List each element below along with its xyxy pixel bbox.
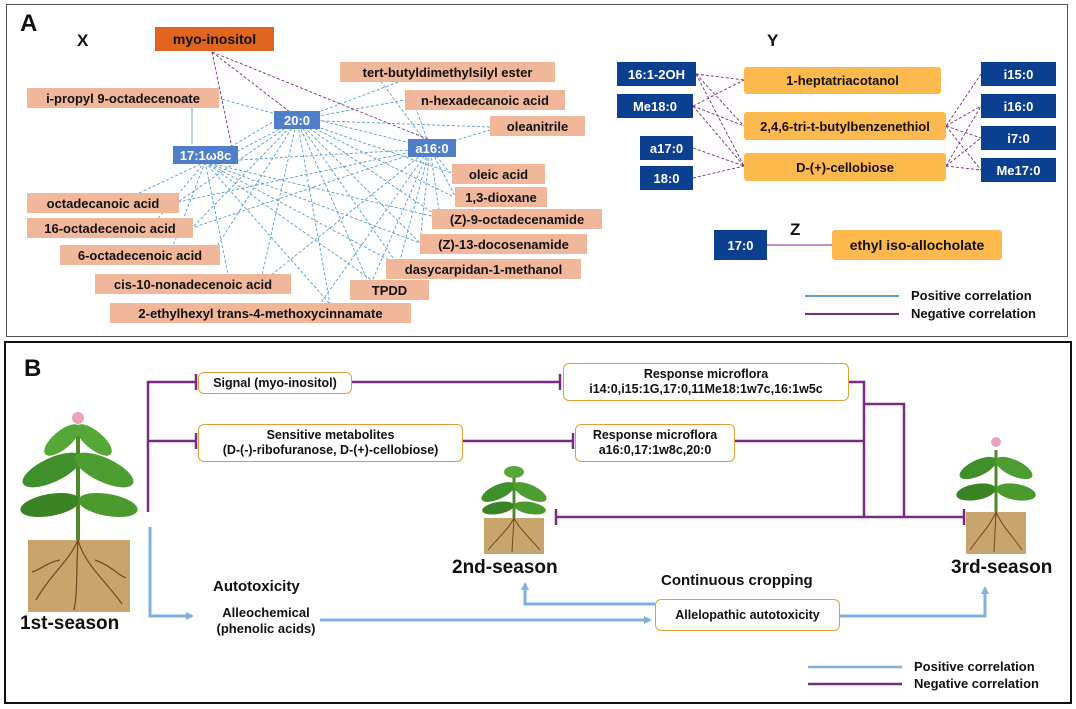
node-6-octadecenoic-acid: 6-octadecenoic acid: [60, 245, 220, 265]
sensitive-metabolites-list: (D-(-)-ribofuranose, D-(+)-cellobiose): [222, 443, 439, 457]
positive-flow-lines: [148, 527, 989, 624]
node-17-1w8c: 17:1ω8c: [173, 146, 238, 164]
negative-edges-y: [692, 73, 982, 179]
response-microflora-1-title: Response microflora: [643, 367, 769, 381]
sensitive-metabolites-title: Sensitive metabolites: [266, 428, 395, 442]
negative-flow-lines: [146, 374, 966, 525]
node-1-heptatriacotanol: 1-heptatriacotanol: [744, 67, 941, 94]
node-a17-0: a17:0: [640, 136, 693, 160]
allelochemical-sub: (phenolic acids): [216, 621, 316, 636]
legend-a-negative-label: Negative correlation: [911, 306, 1036, 321]
legend-a-positive-label: Positive correlation: [911, 288, 1032, 303]
signal-box: Signal (myo-inositol): [198, 372, 352, 394]
panel-a: [6, 4, 1068, 337]
sensitive-metabolites-box: Sensitive metabolites (D-(-)-ribofuranos…: [198, 424, 463, 462]
node-2-ethylhexyl-trans-4-methoxycinnamate: 2-ethylhexyl trans-4-methoxycinnamate: [110, 303, 411, 323]
group-y-label: Y: [767, 31, 779, 50]
response-microflora-1-box: Response microflora i14:0,i15:1G,17:0,11…: [563, 363, 849, 401]
node-z-9-octadecenamide: (Z)-9-octadecenamide: [432, 209, 602, 229]
node-cis-10-nonadecenoic-acid: cis-10-nonadecenoic acid: [95, 274, 291, 294]
node-2-4-6-tri-t-butylbenzenethiol: 2,4,6-tri-t-butylbenzenethiol: [744, 112, 946, 140]
node-oleanitrile: oleanitrile: [490, 116, 585, 136]
continuous-cropping-label: Continuous cropping: [661, 572, 813, 589]
panel-b: [4, 341, 1072, 704]
allelochemical-label: Alleochemical (phenolic acids): [212, 605, 320, 637]
allelopathic-autotoxicity-box: Allelopathic autotoxicity: [655, 599, 840, 631]
node-i-propyl-9-octadecenoate: i-propyl 9-octadecenoate: [27, 88, 219, 108]
season-1-label: 1st-season: [20, 613, 120, 634]
negative-edges-x: [211, 51, 431, 149]
node-i7-0: i7:0: [981, 126, 1056, 150]
node-me18-0: Me18:0: [617, 94, 693, 118]
plant-2nd-season-icon: [481, 466, 547, 554]
node-a16-0: a16:0: [408, 139, 456, 157]
node-ethyl-iso-allocholate: ethyl iso-allocholate: [832, 230, 1002, 260]
node-oleic-acid: oleic acid: [452, 164, 545, 184]
node-18-0: 18:0: [640, 166, 693, 190]
legend-b-positive-label: Positive correlation: [914, 659, 1035, 674]
node-myo-inositol: myo-inositol: [155, 27, 274, 51]
node-me17-0: Me17:0: [981, 158, 1056, 182]
node-dasycarpidan-1-methanol: dasycarpidan-1-methanol: [386, 259, 581, 279]
node-z-13-docosenamide: (Z)-13-docosenamide: [420, 234, 587, 254]
plant-3rd-season-icon: [956, 437, 1036, 554]
panel-b-label: B: [24, 355, 42, 382]
plant-1st-season-icon: [20, 412, 138, 612]
node-n-hexadecanoic-acid: n-hexadecanoic acid: [405, 90, 565, 110]
node-i16-0: i16:0: [981, 94, 1056, 118]
allelochemical-title: Alleochemical: [222, 605, 310, 620]
node-16-octadecenoic-acid: 16-octadecenoic acid: [27, 218, 193, 238]
node-17-0: 17:0: [714, 230, 767, 260]
node-tpdd: TPDD: [350, 280, 429, 300]
signal-text: Signal (myo-inositol): [213, 375, 337, 390]
response-microflora-2-box: Response microflora a16:0,17:1w8c,20:0: [575, 424, 735, 462]
allelopathic-autotoxicity-text: Allelopathic autotoxicity: [675, 607, 820, 622]
node-tert-butyldimethylsilyl-ester: tert-butyldimethylsilyl ester: [340, 62, 555, 82]
node-octadecanoic-acid: octadecanoic acid: [27, 193, 179, 213]
season-2-label: 2nd-season: [452, 557, 558, 578]
autotoxicity-label: Autotoxicity: [213, 578, 300, 595]
node-16-1-2oh: 16:1-2OH: [617, 62, 696, 86]
group-z-label: Z: [790, 220, 801, 239]
node-20-0: 20:0: [274, 111, 320, 129]
response-microflora-2-title: Response microflora: [592, 428, 718, 442]
group-x-label: X: [77, 31, 89, 50]
response-microflora-2-list: a16:0,17:1w8c,20:0: [598, 443, 712, 457]
response-microflora-1-list: i14:0,i15:1G,17:0,11Me18:1w7c,16:1w5c: [589, 382, 823, 396]
node-i15-0: i15:0: [981, 62, 1056, 86]
season-3-label: 3rd-season: [951, 557, 1053, 578]
legend-b-negative-label: Negative correlation: [914, 676, 1039, 691]
panel-a-label: A: [20, 10, 38, 37]
node-d-cellobiose: D-(+)-cellobiose: [744, 153, 946, 181]
node-1-3-dioxane: 1,3-dioxane: [455, 187, 547, 207]
